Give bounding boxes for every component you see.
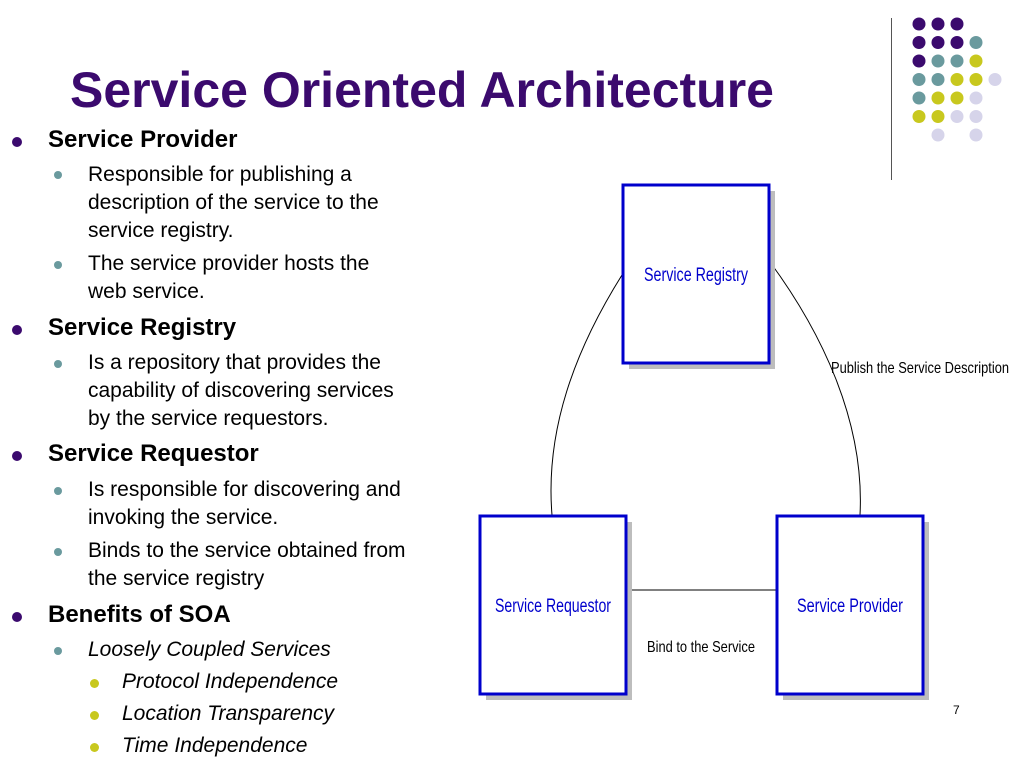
sub-bullet-dot [54, 647, 62, 655]
page-title: Service Oriented Architecture [70, 62, 774, 118]
service-registry-label: Service Registry [644, 265, 748, 286]
decorative-dot [931, 91, 945, 105]
registry-requestor-connector [550, 274, 623, 516]
sub-bullet-requestor-binds: Binds to the service obtained from the s… [88, 537, 406, 593]
decorative-dot [931, 36, 945, 49]
service-provider-label: Service Provider [797, 596, 904, 617]
decorative-dot [912, 91, 926, 105]
decorative-dot [931, 110, 945, 123]
publish-service-description-label: Publish the Service Description [831, 360, 1009, 377]
decorative-dot [950, 54, 964, 68]
decorative-dot [969, 91, 983, 105]
service-requestor-label: Service Requestor [495, 596, 611, 617]
text-line: Responsible for publishing a [88, 163, 352, 186]
bullet-dot [12, 451, 22, 461]
sub-bullet-dot [54, 171, 62, 179]
sub-bullet-dot [54, 548, 62, 556]
decorative-dot [969, 73, 983, 86]
benefit-location-transparency: Location Transparency [122, 702, 335, 725]
decorative-dot [969, 110, 983, 123]
decorative-dot [950, 17, 964, 31]
decorative-dot [912, 36, 926, 49]
decorative-dot [931, 54, 945, 68]
text-line: The service provider hosts the [88, 252, 370, 275]
decorative-dot [931, 73, 945, 86]
decorative-dot [912, 54, 926, 68]
sub-bullet-dot [54, 360, 62, 368]
decorative-dot [912, 110, 926, 123]
sub-bullet-dot [54, 487, 62, 495]
sub-bullet-loosely-coupled: Loosely Coupled Services [88, 638, 331, 661]
sub-sub-bullet-dot [90, 711, 99, 720]
text-line: Is responsible for discovering and [88, 478, 401, 501]
box-frame [621, 183, 771, 365]
sub-bullet-provider-hosts: The service provider hosts the web servi… [88, 250, 369, 306]
bullet-service-registry: Service Registry [48, 314, 237, 341]
decorative-dot [931, 17, 945, 31]
decorative-dot [988, 73, 1002, 86]
decorative-dot [912, 17, 926, 31]
bullet-service-requestor: Service Requestor [48, 440, 259, 467]
sub-bullet-provider-publishing: Responsible for publishing a description… [88, 161, 379, 245]
benefit-time-independence: Time Independence [122, 734, 308, 757]
soa-diagram: Service Registry Service Requestor Servi… [478, 183, 1009, 700]
decorative-dot [950, 91, 964, 105]
sub-sub-bullet-dot [90, 679, 99, 688]
service-registry-box: Service Registry [621, 183, 775, 369]
bullet-service-provider: Service Provider [48, 126, 238, 153]
text-line: web service. [88, 280, 205, 303]
text-line: the service registry [88, 567, 265, 590]
text-line: Binds to the service obtained from [88, 539, 406, 562]
sub-bullet-dot [54, 261, 62, 269]
text-line: description of the service to the [88, 191, 379, 214]
page-number: 7 [953, 703, 960, 717]
sub-bullet-registry-repository: Is a repository that provides the capabi… [88, 349, 394, 433]
bullet-dot [12, 325, 22, 335]
service-provider-box: Service Provider [775, 514, 929, 700]
bullet-benefits-of-soa: Benefits of SOA [48, 601, 231, 628]
text-line: Is a repository that provides the [88, 351, 381, 374]
text-line: invoking the service. [88, 506, 279, 529]
title-divider-line [891, 18, 892, 180]
registry-provider-connector [769, 261, 861, 516]
bullet-dot [12, 612, 22, 622]
bind-to-service-label: Bind to the Service [647, 639, 755, 656]
sub-sub-bullet-dot [90, 743, 99, 752]
decorative-dot [950, 36, 964, 49]
decorative-dot [912, 73, 926, 86]
text-line: capability of discovering services [88, 379, 394, 402]
bullet-dot [12, 137, 22, 147]
decorative-dot [931, 128, 945, 142]
decorative-dot-grid [912, 17, 1002, 142]
box-frame [775, 514, 925, 696]
text-line: service registry. [88, 219, 234, 242]
decorative-dot [950, 73, 964, 86]
decorative-dot [969, 128, 983, 142]
decorative-dot [969, 36, 983, 49]
sub-bullet-requestor-discovering: Is responsible for discovering and invok… [88, 476, 401, 532]
text-line: by the service requestors. [88, 407, 329, 430]
box-frame [478, 514, 628, 696]
service-requestor-box: Service Requestor [478, 514, 632, 700]
decorative-dot [969, 54, 983, 68]
benefit-protocol-independence: Protocol Independence [122, 670, 338, 693]
decorative-dot [950, 110, 964, 123]
